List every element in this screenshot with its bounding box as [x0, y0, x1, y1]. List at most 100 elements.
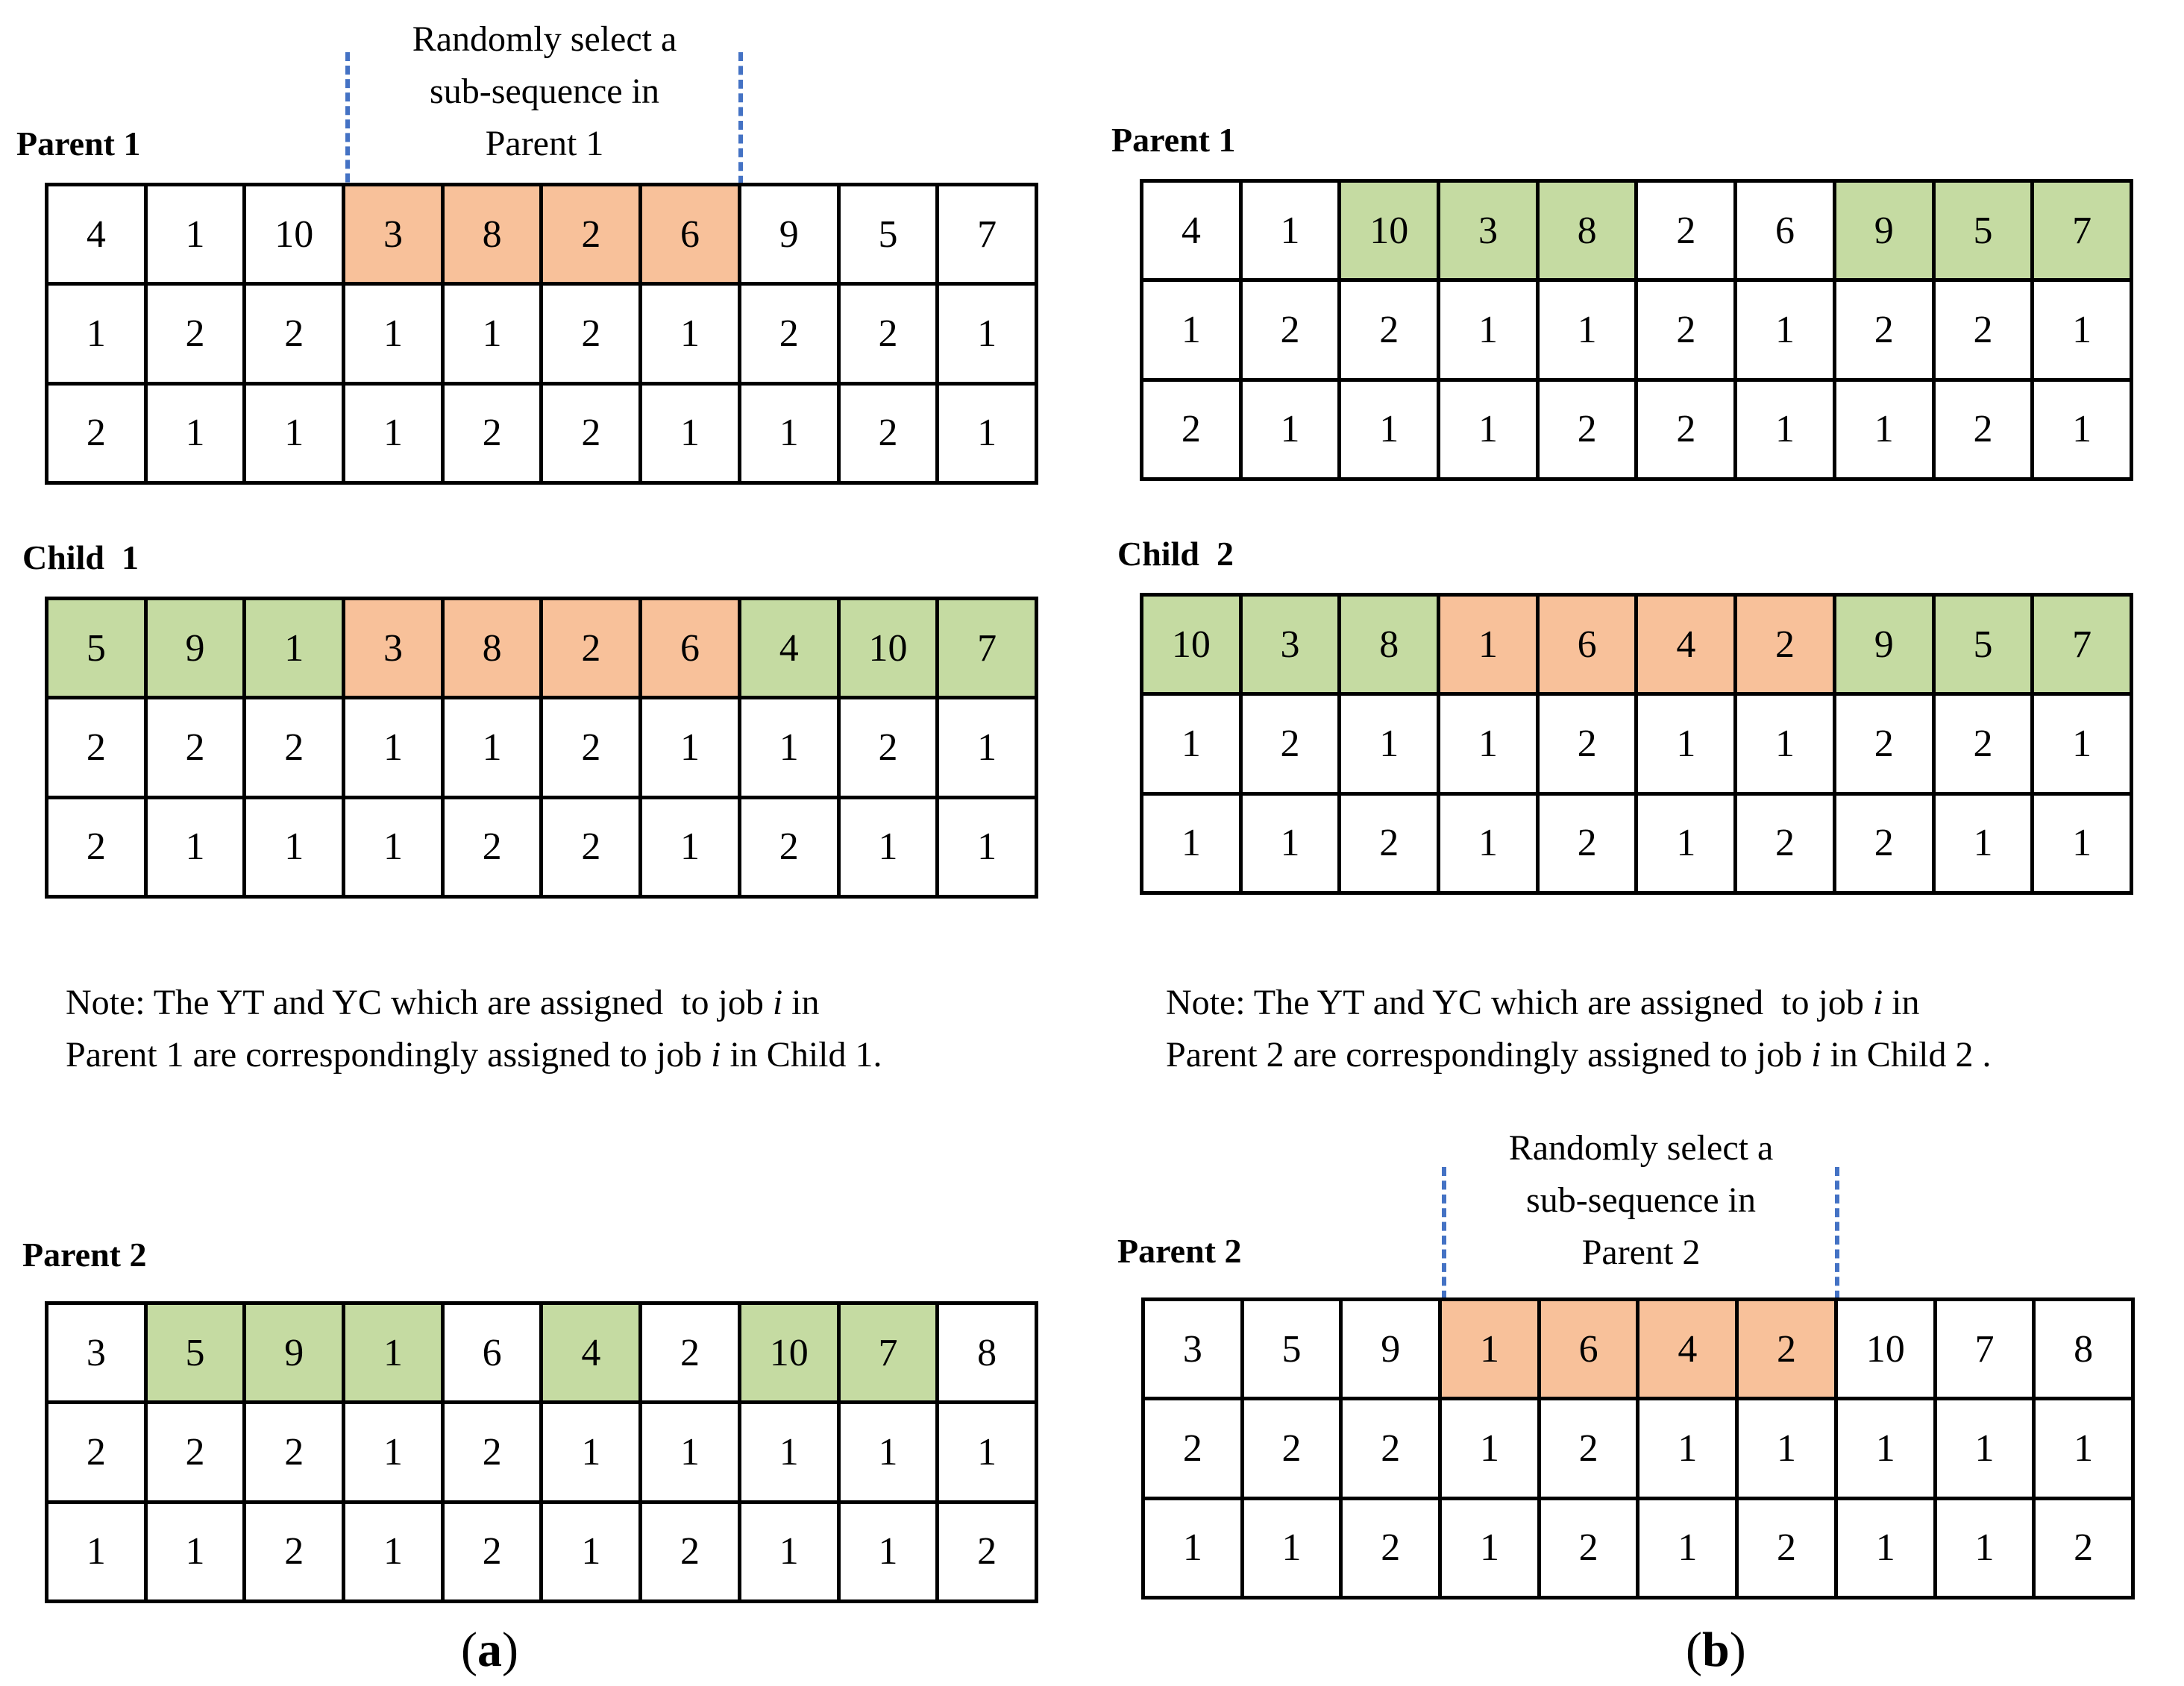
table-cell: 2 — [1739, 1500, 1838, 1600]
table-cell: 1 — [939, 699, 1038, 799]
table-cell: 1 — [1737, 381, 1836, 481]
table-cell: 2 — [642, 1305, 741, 1405]
table-cell: 1 — [642, 1404, 741, 1504]
table-cell: 4 — [741, 600, 841, 700]
table-cell: 8 — [444, 600, 544, 700]
table-cell: 2 — [246, 1503, 346, 1603]
note-b: Note: The YT and YC which are assigned t… — [1166, 977, 1992, 1081]
table-cell: 2 — [1836, 696, 1936, 796]
table-cell: 9 — [1836, 597, 1936, 696]
table-cell: 6 — [1539, 597, 1639, 696]
label-parent1-a: Parent 1 — [16, 125, 141, 163]
table-cell: 1 — [1143, 795, 1243, 895]
table-cell: 1 — [939, 799, 1038, 899]
table-cell: 10 — [1341, 183, 1441, 283]
table-cell: 2 — [147, 1404, 247, 1504]
select-text-line: Parent 2 — [1581, 1233, 1701, 1272]
table-cell: 7 — [939, 186, 1038, 286]
table-cell: 2 — [1836, 282, 1936, 382]
select-text-line: Parent 1 — [485, 124, 604, 163]
table-cell: 5 — [48, 600, 148, 700]
table-cell: 1 — [1440, 696, 1540, 796]
table-cell: 6 — [444, 1305, 544, 1405]
table-cell: 1 — [246, 799, 346, 899]
table-cell: 1 — [939, 1404, 1038, 1504]
table-cell: 10 — [1837, 1301, 1937, 1401]
select-text-line: Randomly select a — [412, 19, 677, 59]
table-cell: 2 — [840, 385, 940, 485]
table-cell: 9 — [741, 186, 841, 286]
table-cell: 2 — [1143, 381, 1243, 481]
table-cell: 2 — [741, 286, 841, 386]
table-cell: 1 — [543, 1404, 643, 1504]
table-cell: 1 — [1442, 1500, 1541, 1600]
table-cell: 1 — [2036, 1400, 2135, 1500]
table-cell: 2 — [246, 286, 346, 386]
table-cell: 1 — [1837, 1500, 1937, 1600]
table-cell: 5 — [1935, 183, 2035, 283]
table-cell: 6 — [1540, 1301, 1640, 1401]
table-cell: 1 — [1341, 696, 1441, 796]
table-cell: 2 — [444, 799, 544, 899]
table-cell: 1 — [741, 385, 841, 485]
table-cell: 8 — [939, 1305, 1038, 1405]
table-cell: 10 — [1143, 597, 1243, 696]
table-cell: 2 — [543, 385, 643, 485]
table-cell: 1 — [1837, 1400, 1937, 1500]
table-cell: 5 — [840, 186, 940, 286]
table-cell: 1 — [1145, 1500, 1244, 1600]
table-cell: 3 — [1440, 183, 1540, 283]
table-cell: 1 — [345, 699, 445, 799]
caption-a: (a) — [461, 1623, 518, 1677]
table-cell: 1 — [1242, 183, 1342, 283]
label-parent1-b: Parent 1 — [1111, 121, 1236, 159]
table-cell: 3 — [1242, 597, 1342, 696]
select-text-line: sub-sequence in — [1526, 1180, 1756, 1220]
table-cell: 1 — [345, 1305, 445, 1405]
table-cell: 2 — [543, 600, 643, 700]
table-cell: 1 — [444, 286, 544, 386]
table-cell: 1 — [840, 1503, 940, 1603]
table-cell: 1 — [1935, 795, 2035, 895]
table-cell: 1 — [1539, 282, 1639, 382]
label-child1-a: Child 1 — [22, 538, 139, 576]
table-cell: 10 — [840, 600, 940, 700]
table-cell: 3 — [345, 186, 445, 286]
table-cell: 1 — [1737, 696, 1836, 796]
table-cell: 2 — [543, 699, 643, 799]
table-cell: 2 — [1638, 183, 1738, 283]
label-child2-b: Child 2 — [1117, 535, 1234, 573]
table-cell: 2 — [1540, 1400, 1640, 1500]
table-cell: 2 — [1145, 1400, 1244, 1500]
table-cell: 10 — [246, 186, 346, 286]
select-text-a: Randomly select a sub-sequence in Parent… — [351, 13, 738, 170]
table-cell: 1 — [345, 1404, 445, 1504]
dashed-line-right — [738, 52, 743, 295]
table-cell: 1 — [147, 385, 247, 485]
table-cell: 1 — [1242, 381, 1342, 481]
table-cell: 1 — [1936, 1400, 2036, 1500]
table-cell: 1 — [1341, 381, 1441, 481]
table-cell: 2 — [246, 699, 346, 799]
table-cell: 2 — [147, 699, 247, 799]
table-cell: 1 — [1242, 795, 1342, 895]
table-cell: 10 — [741, 1305, 841, 1405]
table-cell: 9 — [246, 1305, 346, 1405]
table-cell: 1 — [741, 1404, 841, 1504]
table-cell: 1 — [345, 1503, 445, 1603]
table-cell: 7 — [1936, 1301, 2036, 1401]
table-cell: 1 — [1639, 1500, 1739, 1600]
table-cell: 6 — [642, 186, 741, 286]
table-cell: 2 — [444, 385, 544, 485]
caption-b: (b) — [1686, 1623, 1746, 1677]
table-cell: 7 — [2034, 183, 2133, 283]
table-cell: 1 — [1440, 381, 1540, 481]
table-cell: 2 — [1836, 795, 1936, 895]
table-cell: 1 — [147, 799, 247, 899]
table-cell: 2 — [48, 799, 148, 899]
table-cell: 1 — [147, 1503, 247, 1603]
table-cell: 2 — [1935, 282, 2035, 382]
table-cell: 9 — [1343, 1301, 1443, 1401]
